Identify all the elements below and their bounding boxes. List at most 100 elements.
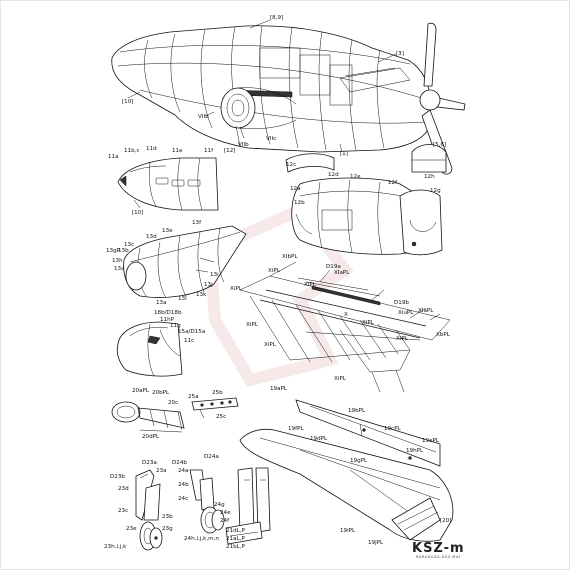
label-lg-24b: 24b (178, 482, 189, 488)
label-13a: 13a (114, 266, 125, 272)
label-lg-23g: 23g (162, 526, 173, 532)
label-lg-24g: 24g (214, 502, 225, 508)
label-lg-24h: 24h,i,j,k,m,n (184, 536, 219, 542)
label-vib: VIIb (198, 114, 209, 120)
label-canopy-11c: 11c (184, 338, 194, 344)
label-nose-top-title: 11f (204, 148, 214, 154)
brand-logo: KSZ-m BARAKUDA-KSZ-MAJ (412, 541, 465, 559)
label-lg-23e: 23e (126, 526, 137, 532)
label-19d: 19dPL (310, 436, 328, 442)
label-19b: 19bPL (348, 408, 366, 414)
label-13i: 13i (210, 272, 219, 278)
label-part-25a: 25a (188, 394, 199, 400)
label-12d: 12d (328, 172, 339, 178)
landing-gear (135, 467, 271, 551)
label-lg-23b: 23b (162, 514, 173, 520)
label-13h: 13h (112, 258, 123, 264)
label-nose-ref: [10] (132, 210, 143, 216)
label-wing-d19a: D19a (326, 264, 341, 270)
label-13b: 13b (118, 248, 129, 254)
label-part-20a: 20aPL (132, 388, 150, 394)
label-wing-xipl4: XiPL (246, 322, 259, 328)
label-13d: 13d (146, 234, 157, 240)
label-lg-23hij: 23h,i,j,k (104, 544, 127, 550)
label-lg-21dl: 21dL,P (226, 528, 246, 534)
label-19g: 19gPL (350, 458, 368, 464)
label-lg-23d: 23d (118, 486, 129, 492)
wing-structure (239, 261, 451, 393)
label-20: [20] (440, 518, 451, 524)
label-13a-bottom: 13a (156, 300, 167, 306)
label-wing-xipl6: XiPL (362, 320, 375, 326)
label-part-20b: 20bPL (152, 390, 170, 396)
label-part-20c: 20c (168, 400, 178, 406)
label-19a: 19aPL (270, 386, 288, 392)
brand-subtitle: BARAKUDA-KSZ-MAJ (416, 555, 461, 559)
label-13e: 13e (162, 228, 173, 234)
section-12 (285, 153, 443, 256)
label-lg-d24a: D24a (204, 454, 219, 460)
label-12a: 12a (290, 186, 301, 192)
label-19e: 19ePL (422, 438, 440, 444)
nose-section (117, 157, 219, 211)
canopy-section (116, 321, 183, 377)
label-canopy-11h: 11hP (160, 317, 175, 323)
label-13gP: 13gP (106, 248, 121, 254)
parts-20-25 (111, 397, 239, 433)
label-fuselage-front-mid: [12] (224, 148, 235, 154)
label-wing-xipl7: XiPL (396, 336, 409, 342)
section-13 (123, 225, 247, 299)
label-lg-24a: 24a (178, 468, 189, 474)
label-fuselage-front-top: [10] (122, 99, 133, 105)
label-lg-24c: 24c (178, 496, 188, 502)
label-part-25b: 25b (212, 390, 223, 396)
label-lg-23c: 23c (118, 508, 128, 514)
label-nose-11b: 11b,c (124, 148, 140, 154)
label-wing-xiupl: XiuPL (398, 310, 414, 316)
label-12f: 12f (388, 180, 398, 186)
brand-logo-text: KSZ-m (412, 541, 465, 556)
label-wing-xi: XIaPL (418, 308, 434, 314)
label-wing-xipl2: XiPL (304, 282, 317, 288)
label-19j: 19jPL (368, 540, 384, 546)
label-12e: 12e (350, 174, 361, 180)
label-nose-11a: 11a (108, 154, 119, 160)
label-canopy-15a: 15a/D15a (178, 329, 205, 335)
label-12h: 12h (424, 174, 435, 180)
label-19f: 19fPL (288, 426, 304, 432)
label-lg-23a: 23a (156, 468, 167, 474)
label-lg-d23a: D23a (142, 460, 157, 466)
label-12b: 12b (294, 200, 305, 206)
label-wing-x: X (344, 312, 348, 318)
label-lg-24e: 24e (220, 510, 231, 516)
label-lg-d24b: D24b (172, 460, 187, 466)
label-wing-xipl8: XiPL (334, 376, 347, 382)
label-viib: VIIb (238, 142, 249, 148)
tail-stabilizer (239, 399, 454, 542)
label-wing-xipl3: XiPL (230, 286, 243, 292)
label-nose-11e: 11e (172, 148, 183, 154)
label-propeller-spinner: [5,6] (433, 142, 446, 148)
label-13l: 13l (178, 296, 187, 302)
label-lg-24f: 24f (220, 518, 230, 524)
fuselage-assembly (111, 19, 466, 175)
label-lg-21al: 21aL,P (226, 536, 245, 542)
label-fuselage-mid-section: [3] (396, 51, 404, 57)
label-fuselage-rear-bottom: [1] (340, 151, 348, 157)
label-lg-d23b: D23b (110, 474, 125, 480)
label-lg-21bl: 21bL,P (226, 544, 246, 550)
label-13f: 13f (192, 220, 202, 226)
label-wing-xiapl: XIaPL (334, 270, 350, 276)
label-wing-d19b: D19b (394, 300, 409, 306)
label-13k: 13k (196, 292, 207, 298)
label-wing-xipl5: XiPL (264, 342, 277, 348)
label-fuselage-rear-section: [8,9] (270, 15, 283, 21)
label-13j: 13j (204, 282, 213, 288)
label-19i: 19iPL (340, 528, 356, 534)
label-12g: 12g (430, 188, 441, 194)
label-canopy-11g: 11g (170, 323, 181, 329)
label-part-20d: 20dPL (142, 434, 160, 440)
label-wing-xibpl: XIbPL (282, 254, 298, 260)
